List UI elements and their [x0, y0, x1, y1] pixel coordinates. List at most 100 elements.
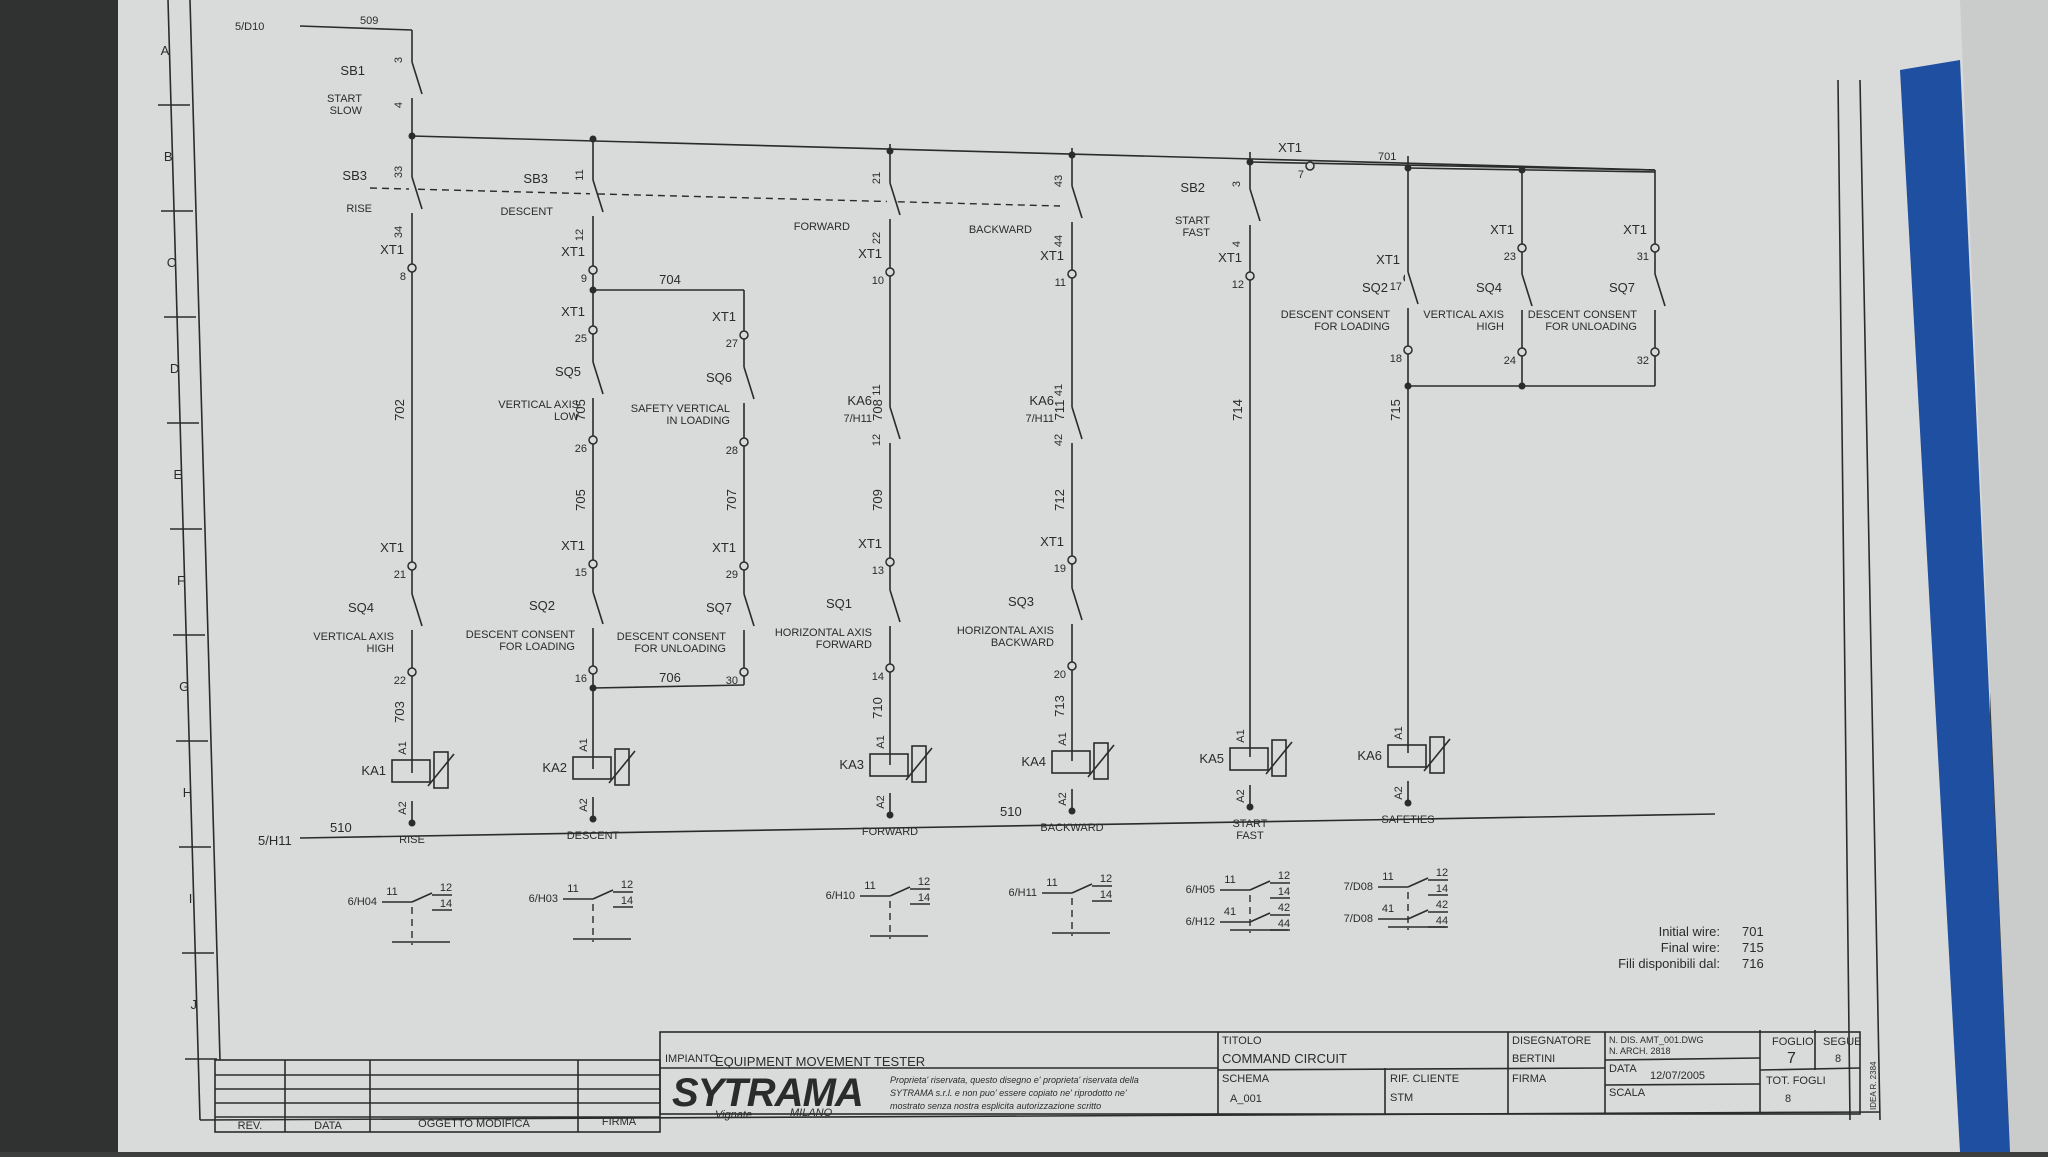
limit-switch-desc: HORIZONTAL AXIS: [775, 627, 872, 639]
relay-coil-icon: [1229, 747, 1269, 771]
contact-pin: 41: [1053, 384, 1065, 396]
wire-number: 715: [1388, 399, 1403, 421]
aux-pin: 12: [1100, 873, 1112, 885]
coil-pin: A2: [578, 798, 590, 811]
junction-dot: [589, 286, 597, 294]
junction-dot: [1246, 803, 1254, 811]
limit-switch-desc: VERTICAL AXIS: [498, 399, 579, 411]
contact-gap: [887, 590, 895, 626]
schema-label: SCHEMA: [1222, 1073, 1270, 1085]
pushbutton-desc: RISE: [346, 203, 372, 215]
frame-left: [167, 0, 201, 1121]
wire-509-label: 509: [360, 15, 378, 27]
terminal-pin: 27: [726, 338, 738, 350]
top-rail-wire: [411, 135, 1656, 171]
junction-dot: [1404, 164, 1412, 172]
limit-switch-tag: SQ2: [529, 598, 555, 613]
relay-function-label: DESCENT: [567, 830, 620, 842]
final-wire-value: 715: [1742, 940, 1764, 955]
terminal-pin: 28: [726, 445, 738, 457]
contact-gap: [1069, 186, 1077, 222]
terminal-icon: [1067, 269, 1077, 279]
frame-inner-left: [189, 0, 221, 1061]
segue-value: 8: [1835, 1053, 1841, 1065]
limit-switch-tag: SQ5: [555, 364, 581, 379]
aux-pin: 12: [1436, 867, 1448, 879]
aux-pin: 14: [440, 898, 452, 910]
side-code: IDEA R. 2384: [1869, 1061, 1878, 1110]
coil-pin: A1: [397, 741, 409, 754]
sq6-contact: [743, 366, 755, 400]
aux-pin: 42: [1436, 899, 1448, 911]
terminal-pin: 10: [872, 275, 884, 287]
pushbutton-desc: FORWARD: [794, 221, 850, 233]
aux-contact-blade: [1249, 912, 1271, 923]
rif-cliente-value: STM: [1390, 1092, 1413, 1104]
ka6-tag: KA6: [1029, 393, 1054, 408]
bottom-rail-wire: [299, 813, 1716, 839]
foglio-label: FOGLIO: [1772, 1036, 1814, 1048]
limit-switch-desc: IN LOADING: [666, 415, 730, 427]
terminal-label: XT1: [561, 304, 585, 319]
relay-function-label: START: [1232, 818, 1267, 830]
wire-summary: Initial wire: 701 Final wire: 715 Fili d…: [1618, 924, 1764, 971]
coil-pin: A1: [1057, 732, 1069, 745]
suppressor-icon: [433, 751, 449, 789]
terminal-pin: 7: [1298, 169, 1304, 181]
wire-number: 711: [1052, 400, 1067, 421]
wire-510-label-2: 510: [1000, 804, 1022, 819]
contact-gap: [590, 592, 598, 628]
aux-contact-blade: [411, 892, 433, 903]
contact-pin: 22: [871, 232, 883, 244]
pushbutton-tag: SB3: [342, 168, 367, 183]
suppressor-slash: [1423, 738, 1451, 772]
terminal-icon: [588, 665, 598, 675]
terminal-icon: [1650, 347, 1660, 357]
row-letter-j: J: [191, 997, 198, 1012]
safety-contact: [1407, 271, 1419, 305]
limit-switch-desc: DESCENT CONSENT: [466, 629, 575, 641]
wire-number: 703: [392, 701, 407, 723]
terminal-pin: 8: [400, 271, 406, 283]
terminal-label: XT1: [1278, 140, 1302, 155]
coil-pin: A2: [397, 801, 409, 814]
terminal-pin: 26: [575, 443, 587, 455]
terminal-icon: [407, 561, 417, 571]
contact-gap: [1069, 588, 1077, 624]
relay-function-label: BACKWARD: [1040, 822, 1103, 834]
aux-pin: 12: [440, 882, 452, 894]
aux-contact-blade: [1249, 880, 1271, 891]
terminal-icon: [1305, 161, 1315, 171]
aux-pin: 11: [567, 883, 578, 895]
aux-pin: 12: [918, 876, 930, 888]
top-ref: 5/D10: [235, 21, 264, 33]
row-letter-i: I: [189, 891, 193, 906]
limit-switch-tag: SQ3: [1008, 594, 1034, 609]
n-dis: N. DIS. AMT_001.DWG: [1609, 1035, 1704, 1045]
aux-contact-ref: 6/H03: [529, 893, 558, 905]
pushbutton-tag: SB2: [1180, 180, 1205, 195]
logo-city-2: MILANO: [790, 1107, 833, 1119]
pushbutton-desc: DESCENT: [500, 206, 553, 218]
contact-gap: [741, 594, 749, 630]
contact-gap: [409, 62, 417, 98]
sb1-contact: [411, 61, 423, 95]
aux-pin: 41: [1224, 906, 1236, 918]
terminal-pin: 9: [581, 273, 587, 285]
limit-switch-desc: FOR UNLOADING: [1545, 321, 1637, 333]
terminal-label: XT1: [561, 244, 585, 259]
limit-switch-desc: FOR LOADING: [1314, 321, 1390, 333]
notice-line-2: SYTRAMA s.r.l. e non puo' essere copiato…: [890, 1088, 1127, 1098]
terminal-pin: 29: [726, 569, 738, 581]
available-wire-value: 716: [1742, 956, 1764, 971]
contact-pin: 21: [871, 172, 883, 184]
terminal-label: XT1: [858, 246, 882, 261]
revision-table: REV. DATA OGGETTO MODIFICA FIRMA: [214, 1059, 661, 1133]
titolo-value: COMMAND CIRCUIT: [1222, 1051, 1347, 1066]
top-contact: [1249, 188, 1261, 222]
limit-switch-desc: LOW: [554, 411, 580, 423]
limit-switch-tag: SQ4: [1476, 280, 1502, 295]
terminal-icon: [885, 267, 895, 277]
